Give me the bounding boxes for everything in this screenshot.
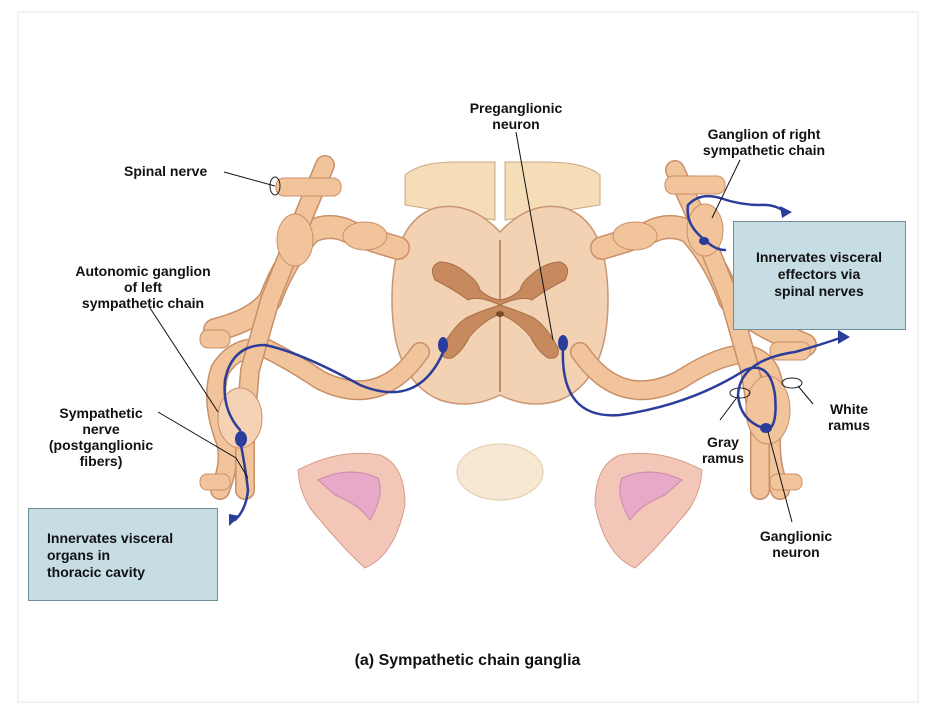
dorsal-root-ganglion-right bbox=[613, 222, 657, 250]
label-gray-ramus: Gray ramus bbox=[692, 434, 754, 466]
label-sympathetic-nerve: Sympathetic nerve (postganglionic fibers… bbox=[42, 405, 160, 469]
dorsal-root-ganglion-left bbox=[343, 222, 387, 250]
preganglionic-soma-right bbox=[558, 335, 568, 351]
leader-gray-ramus bbox=[720, 396, 738, 420]
label-white-ramus: White ramus bbox=[816, 401, 882, 433]
preganglionic-soma-left bbox=[438, 337, 448, 353]
callout-right-text: Innervates visceral effectors via spinal… bbox=[734, 249, 904, 300]
arrow-right-upper bbox=[780, 206, 792, 218]
arrow-right-lower bbox=[838, 330, 850, 344]
ganglionic-soma-right bbox=[760, 423, 772, 433]
vertebral-disc bbox=[457, 444, 543, 500]
label-ganglion-right-chain: Ganglion of right sympathetic chain bbox=[684, 126, 844, 158]
leader-spinal-nerve bbox=[224, 172, 275, 186]
leader-white-ramus bbox=[798, 386, 813, 404]
spinal-cord bbox=[392, 162, 608, 404]
callout-box-right: Innervates visceral effectors via spinal… bbox=[733, 221, 906, 330]
lung-right bbox=[595, 453, 702, 568]
ganglionic-soma-left bbox=[235, 431, 247, 447]
label-autonomic-ganglion-left: Autonomic ganglion of left sympathetic c… bbox=[58, 263, 228, 311]
label-spinal-nerve: Spinal nerve bbox=[124, 163, 207, 179]
label-ganglionic-neuron: Ganglionic neuron bbox=[746, 528, 846, 560]
ganglionic-soma-right-upper bbox=[699, 237, 709, 245]
lung-left bbox=[298, 453, 405, 568]
spinal-nerve-left-segment bbox=[276, 178, 341, 196]
figure-caption: (a) Sympathetic chain ganglia bbox=[0, 652, 935, 670]
label-preganglionic-neuron: Preganglionic neuron bbox=[447, 100, 585, 132]
callout-box-left: Innervates visceral organs in thoracic c… bbox=[28, 508, 218, 601]
callout-left-text: Innervates visceral organs in thoracic c… bbox=[47, 530, 173, 581]
arrow-left-lower bbox=[229, 514, 240, 526]
